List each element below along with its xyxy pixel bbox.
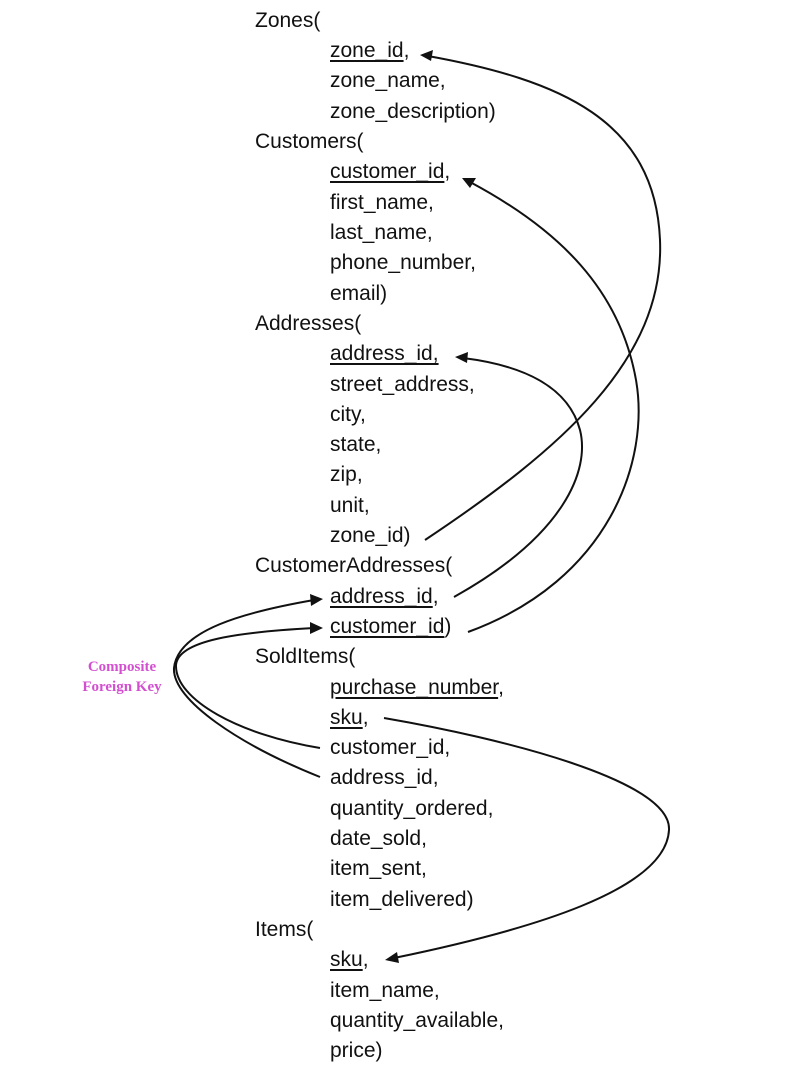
field-email: email) <box>330 282 388 305</box>
field-phone-number: phone_number, <box>330 251 476 274</box>
field-ca-address-id: address_id, <box>330 582 439 612</box>
field-date-sold: date_sold, <box>330 827 427 850</box>
arrowhead-ca-address-id <box>310 594 323 606</box>
field-last-name: last_name, <box>330 221 433 244</box>
field-quantity-available: quantity_available, <box>330 1009 504 1032</box>
field-item-name: item_name, <box>330 979 440 1002</box>
table-name-customers: Customers( <box>255 130 364 153</box>
field-street-address: street_address, <box>330 373 475 396</box>
arrowhead-zones-zone-id <box>420 50 433 61</box>
field-suffix: , <box>444 160 451 183</box>
arrow-zone-id-reference <box>424 55 662 541</box>
field-state: state, <box>330 433 382 456</box>
field-purchase-number: purchase_number, <box>330 673 504 703</box>
field-items-sku: sku, <box>330 945 369 975</box>
field-quantity-ordered: quantity_ordered, <box>330 797 494 820</box>
pk-label: customer_id <box>330 615 445 638</box>
field-sold-sku: sku, <box>330 703 369 733</box>
pk-label: purchase_number <box>330 676 499 699</box>
field-suffix: ) <box>444 615 452 638</box>
field-suffix: , <box>362 706 369 729</box>
field-ca-customer-id: customer_id) <box>330 612 451 642</box>
pk-label: zone_id <box>330 39 404 62</box>
pk-label: sku <box>330 948 363 971</box>
pk-label: sku <box>330 706 363 729</box>
annotation-line-1: Composite <box>87 659 157 675</box>
annotation-line-2: Foreign Key <box>82 679 162 695</box>
field-suffix: , <box>498 676 504 699</box>
arrowhead-customers-customer-id <box>462 178 476 188</box>
field-address-id: address_id, <box>330 339 439 369</box>
field-zone-id: zone_id, <box>330 36 409 66</box>
table-name-items: Items( <box>255 918 314 941</box>
field-first-name: first_name, <box>330 191 434 214</box>
field-city: city, <box>330 403 366 426</box>
field-suffix: , <box>362 948 369 971</box>
pk-label: address_id, <box>330 342 439 365</box>
field-suffix: , <box>432 585 439 608</box>
field-zone-description: zone_description) <box>330 100 496 123</box>
field-unit: unit, <box>330 494 370 517</box>
pk-label: customer_id <box>330 160 445 183</box>
composite-foreign-key-label: Composite Foreign Key <box>68 657 176 697</box>
field-customer-id: customer_id, <box>330 157 450 187</box>
table-name-zones: Zones( <box>255 9 321 32</box>
arrowhead-addresses-address-id <box>455 352 468 363</box>
field-price: price) <box>330 1039 383 1062</box>
arrowhead-items-sku <box>385 952 399 963</box>
field-item-delivered: item_delivered) <box>330 888 474 911</box>
table-name-addresses: Addresses( <box>255 312 362 335</box>
field-sold-address-id: address_id, <box>330 766 439 789</box>
arrow-sold-address-id-reference <box>172 599 321 778</box>
table-name-sold-items: SoldItems( <box>255 645 356 668</box>
field-item-sent: item_sent, <box>330 857 427 880</box>
field-zip: zip, <box>330 463 363 486</box>
field-suffix: , <box>403 39 410 62</box>
field-addresses-zone-id: zone_id) <box>330 524 411 547</box>
pk-label: address_id <box>330 585 433 608</box>
arrow-customer-id-reference <box>467 181 640 633</box>
field-sold-customer-id: customer_id, <box>330 736 451 759</box>
arrowhead-ca-customer-id <box>310 622 323 634</box>
field-zone-name: zone_name, <box>330 69 446 92</box>
table-name-customer-addresses: CustomerAddresses( <box>255 554 453 577</box>
